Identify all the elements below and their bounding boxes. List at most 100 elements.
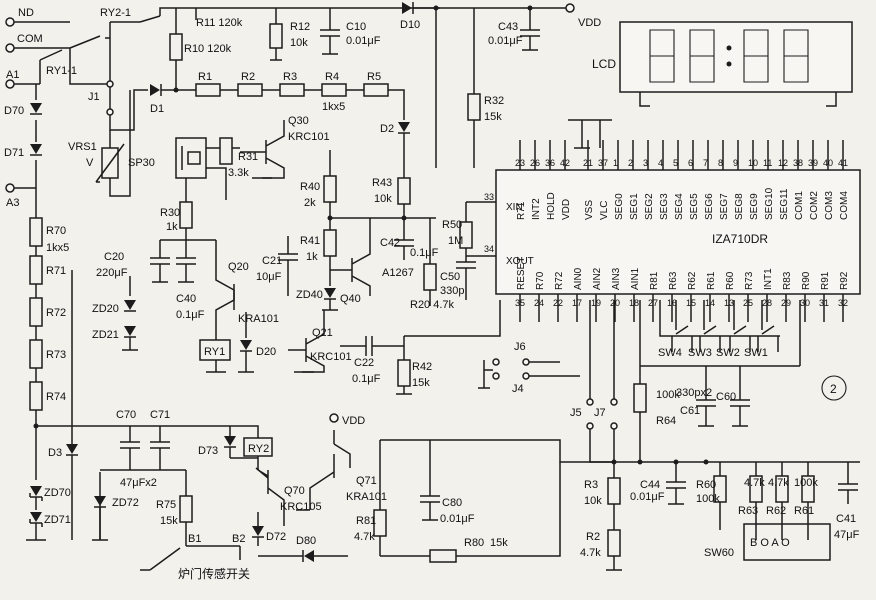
svg-text:15k: 15k [490, 537, 508, 549]
svg-text:R72: R72 [46, 307, 66, 319]
svg-text:AIN2: AIN2 [592, 267, 603, 290]
svg-text:220μF: 220μF [96, 267, 128, 279]
capacitor-c41: C41 47μF [834, 462, 860, 541]
svg-text:40: 40 [823, 158, 833, 168]
svg-text:J5: J5 [570, 407, 582, 419]
svg-text:C61: C61 [680, 405, 700, 417]
resistor-r30: R30 1k [160, 178, 193, 233]
zener-zd72: ZD72 [94, 496, 139, 509]
svg-text:R74: R74 [46, 391, 66, 403]
chip-bottom-pins: 35RESET24R7022R7217AIN019AIN220AIN318AIN… [515, 257, 850, 322]
svg-text:VDD: VDD [342, 415, 365, 427]
capacitor-c50: C50 330p [440, 248, 476, 300]
ic-iza710dr: IZA710DR [495, 169, 861, 295]
svg-text:B1: B1 [188, 533, 201, 545]
svg-text:R2: R2 [586, 531, 600, 543]
capacitor-c61: C61 [680, 366, 716, 427]
svg-text:VDD: VDD [561, 199, 572, 220]
resistor-r72: R72 [29, 297, 66, 327]
resistor-r4: R4 1kx5 [321, 71, 347, 113]
capacitor-c44: C44 0.01μF [630, 462, 686, 505]
svg-text:6: 6 [688, 158, 693, 168]
svg-text:XOUT: XOUT [506, 256, 534, 267]
svg-text:4.7k: 4.7k [744, 477, 765, 489]
resistor-r50: R50 1M [442, 202, 473, 249]
svg-text:10k: 10k [374, 193, 392, 205]
switch-sw60: B O A O SW60 [704, 523, 831, 561]
svg-text:24: 24 [534, 298, 544, 308]
svg-text:3: 3 [643, 158, 648, 168]
svg-text:V: V [86, 157, 94, 169]
svg-text:SEG11: SEG11 [779, 188, 790, 220]
svg-text:47μFx2: 47μFx2 [120, 477, 157, 489]
svg-text:C80: C80 [442, 497, 462, 509]
svg-text:SEG5: SEG5 [689, 193, 700, 220]
svg-text:R32: R32 [484, 95, 504, 107]
vdd-terminal-top: VDD [565, 3, 601, 29]
resistor-r70: R70 1kx5 [29, 217, 69, 254]
jumper-j5: J5 [570, 398, 594, 430]
svg-text:AIN0: AIN0 [573, 267, 584, 290]
varistor-vrs1: VRS1 V [68, 90, 131, 197]
diode-d20: D20 [238, 312, 276, 373]
svg-text:SEG3: SEG3 [659, 193, 670, 220]
svg-text:C21: C21 [262, 255, 282, 267]
svg-text:R71: R71 [46, 265, 66, 277]
diode-d72: D72 [252, 512, 286, 546]
resistor-r61: R61 100k [794, 462, 818, 517]
svg-text:Q40: Q40 [340, 293, 361, 305]
resistor-r12: R12 10k [269, 8, 310, 61]
switch-sw3: SW3 [688, 325, 721, 359]
svg-text:Q30: Q30 [288, 115, 309, 127]
svg-text:R10 120k: R10 120k [184, 43, 232, 55]
svg-text:VRS1: VRS1 [68, 141, 97, 153]
svg-text:ND: ND [18, 7, 34, 19]
svg-text:34: 34 [484, 244, 494, 254]
transistor-q70: Q70 KRC105 [255, 467, 322, 526]
svg-text:100k: 100k [794, 477, 818, 489]
svg-text:J7: J7 [594, 407, 606, 419]
diode-d71: D71 [4, 144, 42, 159]
svg-text:B O A O: B O A O [750, 537, 790, 549]
svg-text:SEG9: SEG9 [749, 193, 760, 220]
svg-text:IZA710DR: IZA710DR [712, 232, 768, 246]
svg-text:LCD: LCD [592, 57, 616, 71]
svg-text:C70: C70 [116, 409, 136, 421]
svg-text:R40: R40 [300, 181, 320, 193]
transistor-q30: Q30 KRC101 [240, 115, 330, 179]
svg-text:C43: C43 [498, 21, 518, 33]
diode-d1: D1 [150, 84, 164, 115]
svg-text:R60: R60 [696, 479, 716, 491]
chip-side-pin-34: 34 XOUT [484, 244, 534, 267]
svg-text:RY1: RY1 [204, 346, 225, 358]
svg-text:SEG0: SEG0 [614, 193, 625, 220]
diode-d2: D2 [380, 122, 410, 135]
svg-text:8: 8 [718, 158, 723, 168]
svg-text:COM1: COM1 [794, 191, 805, 220]
svg-text:1M: 1M [448, 235, 463, 247]
capacitor-c43: C43 0.01μF [488, 8, 540, 51]
svg-text:ZD70: ZD70 [44, 487, 71, 499]
relay-coil-ry2: RY2 [243, 437, 273, 457]
terminal-a1: A1 [5, 69, 19, 89]
terminal-com: COM [5, 33, 43, 53]
capacitor-c21: C21 10μF [256, 236, 298, 296]
svg-text:15k: 15k [412, 377, 430, 389]
svg-text:R11 120k: R11 120k [196, 17, 243, 29]
chip-top-pins: 23R7126INT236HOLD42VDD21VSS37VLC1SEG02SE… [515, 140, 850, 220]
diode-d3: D3 [48, 270, 78, 540]
svg-text:15k: 15k [484, 111, 502, 123]
resistor-r3-lower: R3 10k [584, 462, 621, 507]
diode-d10: D10 [400, 2, 420, 31]
resistor-r5: R5 [363, 71, 389, 97]
